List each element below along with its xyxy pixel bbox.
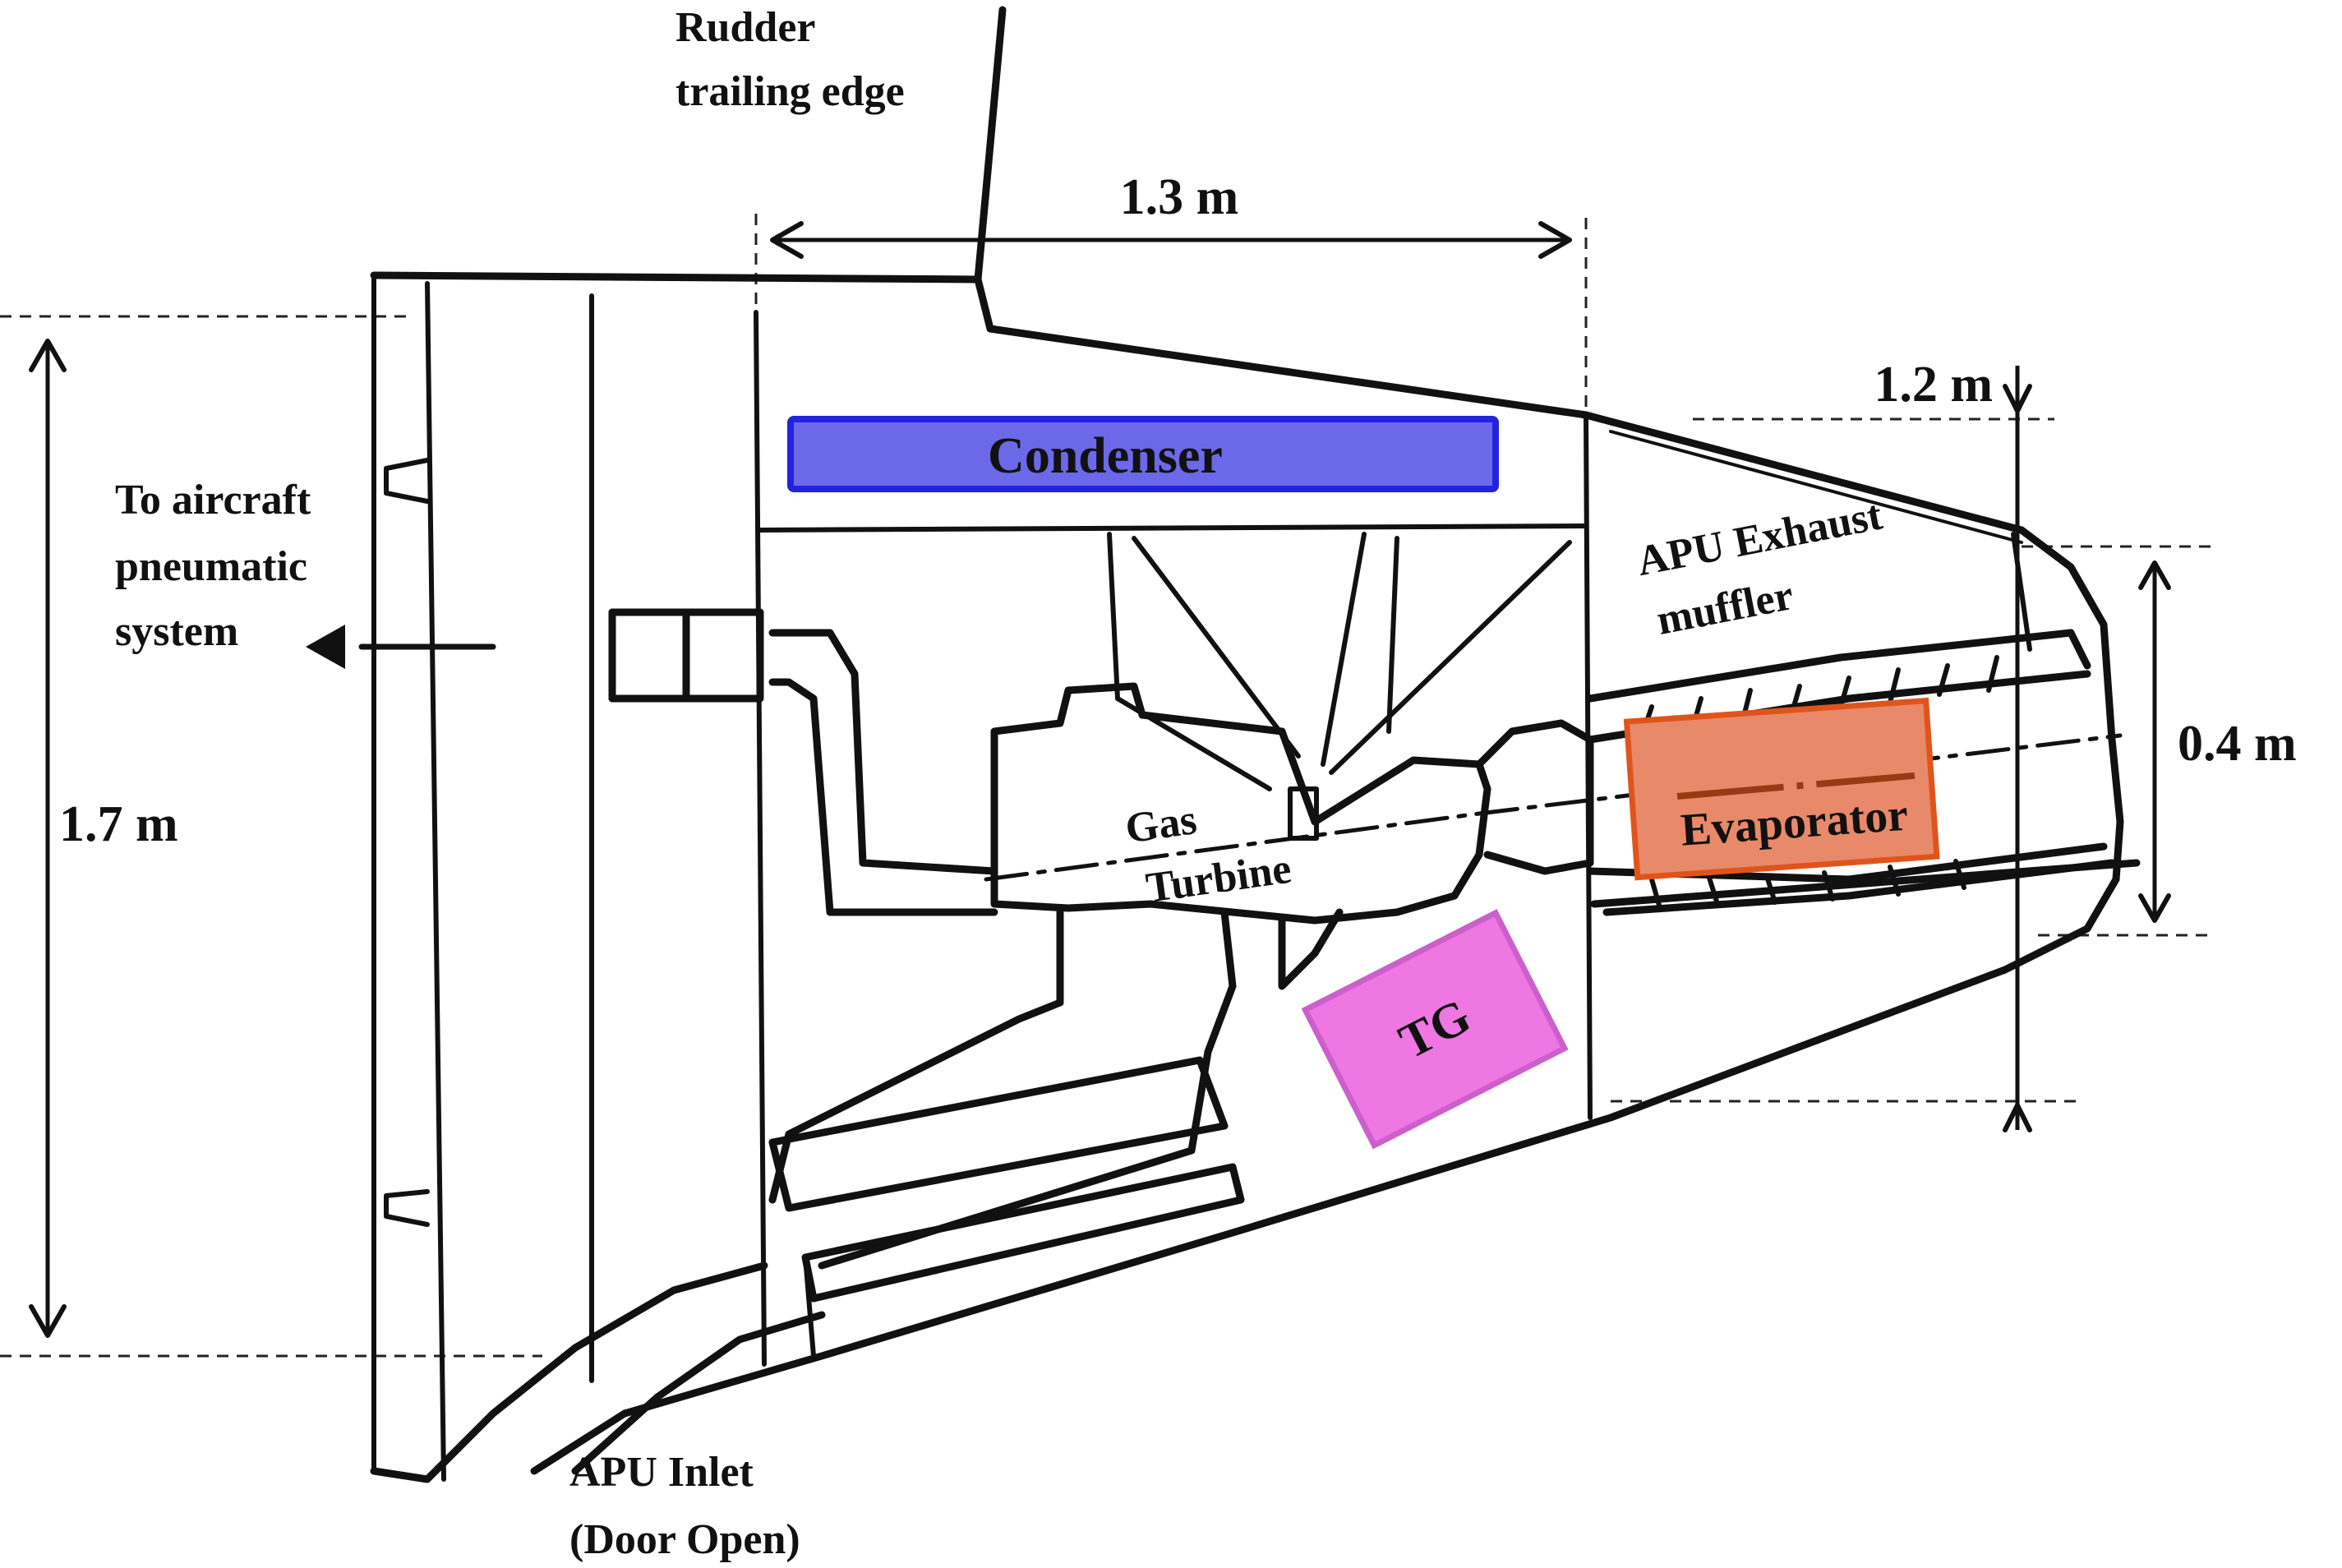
svg-text:pneumatic: pneumatic (115, 543, 307, 590)
arrow-up-icon (29, 339, 67, 372)
arrow-left-icon (770, 221, 804, 259)
svg-text:(Door Open): (Door Open) (569, 1516, 800, 1563)
evaporator-border (1623, 697, 1940, 881)
condenser-box (791, 419, 1496, 489)
intake-ducts (768, 1056, 1245, 1358)
svg-text:To aircraft: To aircraft (115, 477, 311, 523)
evaporator: Evaporator (1623, 697, 1940, 881)
rudder-label: Rudder trailing edge (675, 4, 905, 115)
svg-text:muffler: muffler (1653, 572, 1797, 644)
engine-mount-truss (1107, 532, 1572, 841)
arrow-down-icon (29, 1304, 67, 1338)
tg-box (1305, 912, 1565, 1146)
pneumatic-label: To aircraft pneumatic system (115, 477, 311, 655)
arrow-right-icon (1538, 221, 1572, 259)
pneumatic-duct-coupling (608, 608, 690, 703)
svg-text:trailing edge: trailing edge (675, 68, 905, 115)
reference-dashed-lines (0, 214, 2211, 1358)
pneumatic-outlet-arrow (306, 625, 496, 669)
apu-inlet-label: APU Inlet (Door Open) (569, 1449, 800, 1563)
turbo-generator: TG (1301, 909, 1569, 1150)
dimension-height-total: 1.7 m (29, 339, 178, 1338)
arrow-up-icon (2138, 560, 2171, 590)
pneumatic-duct-flange (608, 608, 764, 703)
dimension-length-top: 1.3 m (770, 169, 1572, 259)
exhaust-muffler-label: APU Exhaust muffler (1634, 491, 1887, 644)
svg-text:system: system (115, 608, 238, 655)
dimension-height-total-label: 1.7 m (59, 796, 178, 852)
condenser-border (787, 416, 1499, 492)
svg-text:APU Inlet: APU Inlet (569, 1449, 754, 1496)
dimension-exhaust-diameter-label: 0.4 m (2178, 716, 2297, 772)
arrow-up-icon (2003, 1103, 2032, 1132)
gas-turbine-label: Gas Turbine (1123, 796, 1294, 912)
arrow-down-icon (2138, 893, 2171, 923)
dimension-exhaust-diameter: 0.4 m (2138, 560, 2297, 923)
svg-text:Rudder: Rudder (675, 4, 815, 51)
evaporator-centerline (1676, 772, 1916, 800)
condenser: Condenser (787, 416, 1499, 492)
svg-text:Gas: Gas (1123, 796, 1200, 853)
dimension-length-top-label: 1.3 m (1120, 169, 1239, 225)
svg-text:APU Exhaust: APU Exhaust (1634, 491, 1887, 585)
tail-cone-structure (370, 6, 2124, 1483)
dimension-height-tail-label: 1.2 m (1874, 357, 1993, 413)
condenser-label: Condenser (988, 428, 1223, 484)
arrow-down-icon (2003, 384, 2032, 413)
arrow-left-icon (306, 625, 345, 669)
tg-border (1301, 909, 1569, 1150)
rudder-trailing-edge-line (974, 6, 1007, 284)
dimension-height-tail: 1.2 m (1874, 357, 2032, 1132)
